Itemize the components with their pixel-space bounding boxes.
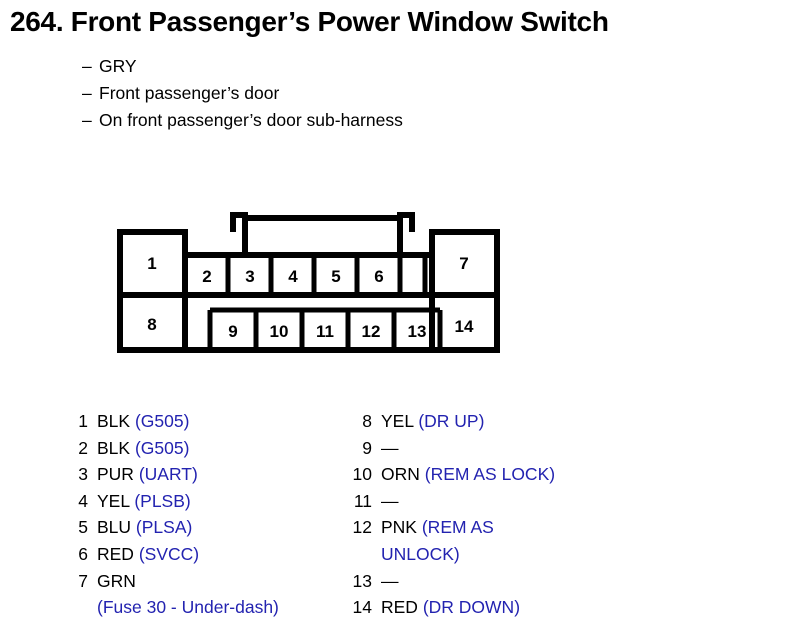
wire-color-code: PUR <box>97 464 134 485</box>
pin-number: 14 <box>352 597 372 618</box>
pin-description: RED (DR DOWN) <box>381 594 520 621</box>
pin-number: 8 <box>362 411 372 431</box>
pin-description: BLK (G505) <box>97 435 189 462</box>
connector-cell-8: 8 <box>147 315 156 334</box>
wire-color-code: BLU <box>97 517 132 538</box>
circuit-label: (DR DOWN) <box>422 597 521 618</box>
attribute-text: Front passenger’s door <box>99 83 280 103</box>
connector-cell-7: 7 <box>459 254 468 273</box>
pin-number: 7 <box>78 570 88 591</box>
pin-list-right-column: 8 YEL (DR UP) 9 — 10 ORN (REM AS LOCK) 1… <box>348 408 648 621</box>
pin-description: — <box>381 435 399 462</box>
circuit-label-continuation: UNLOCK) <box>381 543 460 564</box>
wire-color-code: — <box>381 570 399 591</box>
wire-color-code: GRN <box>97 570 136 591</box>
pin-description: GRN <box>97 568 136 595</box>
wire-color-code: YEL <box>381 411 414 431</box>
pin-list-item: 5 BLU (PLSA) <box>64 514 334 541</box>
pin-number: 6 <box>78 543 88 564</box>
connector-cell-1: 1 <box>147 254 156 273</box>
wire-color-code: RED <box>381 597 418 618</box>
attribute-row: –GRY <box>82 53 403 80</box>
connector-diagram: 1 2 3 4 5 6 7 8 9 10 11 12 13 14 <box>110 210 510 360</box>
pin-list-item: 4 YEL (PLSB) <box>64 488 334 515</box>
pin-list-item: 11 — <box>348 488 648 515</box>
pin-list-item: 10 ORN (REM AS LOCK) <box>348 461 648 488</box>
wire-color-code: YEL <box>97 490 130 511</box>
wire-color-code: RED <box>97 543 134 564</box>
pin-list-item: 2 BLK (G505) <box>64 435 334 462</box>
connector-cell-13: 13 <box>408 322 427 341</box>
connector-cell-2: 2 <box>202 267 211 286</box>
pin-list-item: 12 PNK (REM AS <box>348 514 648 541</box>
connector-cell-3: 3 <box>245 267 254 286</box>
connector-svg: 1 2 3 4 5 6 7 8 9 10 11 12 13 14 <box>117 212 500 353</box>
dash-bullet-icon: – <box>82 83 92 103</box>
connector-cell-14: 14 <box>455 317 474 336</box>
circuit-label: (SVCC) <box>138 543 200 564</box>
pin-description: PUR (UART) <box>97 461 198 488</box>
pin-list-item: 9 — <box>348 435 648 462</box>
dash-bullet-icon: – <box>82 110 92 130</box>
pin-list-left-column: 1 BLK (G505) 2 BLK (G505) 3 PUR (UART) 4… <box>64 408 334 621</box>
attribute-row: –Front passenger’s door <box>82 80 403 107</box>
circuit-label: (DR UP) <box>418 411 485 431</box>
circuit-label: (G505) <box>134 437 190 458</box>
pin-list-item: 14 RED (DR DOWN) <box>348 594 648 621</box>
pin-list-item: 3 PUR (UART) <box>64 461 334 488</box>
wire-color-code: PNK <box>381 517 417 538</box>
circuit-label: (PLSA) <box>135 517 193 538</box>
circuit-label: (PLSB) <box>134 490 191 511</box>
wire-color-code: BLK <box>97 437 131 458</box>
wire-color-code: — <box>381 437 399 458</box>
pin-description: ORN (REM AS LOCK) <box>381 461 555 488</box>
pin-description: RED (SVCC) <box>97 541 199 568</box>
attribute-text: On front passenger’s door sub-harness <box>99 110 403 130</box>
pin-description: BLU (PLSA) <box>97 514 192 541</box>
pin-list-item: 8 YEL (DR UP) <box>348 408 648 435</box>
connector-cell-5: 5 <box>331 267 340 286</box>
circuit-label: (REM AS <box>421 517 494 538</box>
pin-number: 11 <box>353 490 372 511</box>
connector-attribute-list: –GRY –Front passenger’s door –On front p… <box>82 53 403 134</box>
pin-number: 3 <box>78 464 88 485</box>
attribute-row: –On front passenger’s door sub-harness <box>82 107 403 134</box>
pin-number: 9 <box>362 437 372 458</box>
circuit-label: (REM AS LOCK) <box>424 464 556 485</box>
pin-description: PNK (REM AS <box>381 514 494 541</box>
dash-bullet-icon: – <box>82 56 92 76</box>
pin-number: 10 <box>352 464 372 485</box>
connector-cell-4: 4 <box>288 267 298 286</box>
circuit-label: (UART) <box>138 464 198 485</box>
pin-description: — <box>381 488 399 515</box>
pin-list-item: 7 GRN <box>64 568 334 595</box>
pin-description: — <box>381 568 399 595</box>
pin-list-item: 13 — <box>348 568 648 595</box>
connector-cell-6: 6 <box>374 267 383 286</box>
page-title: 264. Front Passenger’s Power Window Swit… <box>10 6 609 37</box>
connector-cell-9: 9 <box>228 322 237 341</box>
pin-description: YEL (PLSB) <box>97 488 191 515</box>
connector-cell-11: 11 <box>316 322 334 341</box>
wire-color-code: — <box>381 490 399 511</box>
circuit-label: (G505) <box>134 411 190 431</box>
pin-description: BLK (G505) <box>97 408 189 435</box>
pin-number: 2 <box>78 437 88 458</box>
pin-number: 5 <box>78 517 88 538</box>
wire-color-code: BLK <box>97 411 131 431</box>
attribute-text: GRY <box>99 56 137 76</box>
circuit-label-continuation: (Fuse 30 - Under-dash) <box>97 597 279 618</box>
pin-number: 13 <box>352 570 372 591</box>
pin-number: 4 <box>78 490 88 511</box>
pin-number: 1 <box>78 411 88 431</box>
connector-cell-10: 10 <box>270 322 289 341</box>
wire-color-code: ORN <box>381 464 420 485</box>
connector-cell-12: 12 <box>362 322 381 341</box>
pin-description: YEL (DR UP) <box>381 408 484 435</box>
pin-list-item: 1 BLK (G505) <box>64 408 334 435</box>
pin-list-item: 6 RED (SVCC) <box>64 541 334 568</box>
pin-number: 12 <box>352 517 372 538</box>
